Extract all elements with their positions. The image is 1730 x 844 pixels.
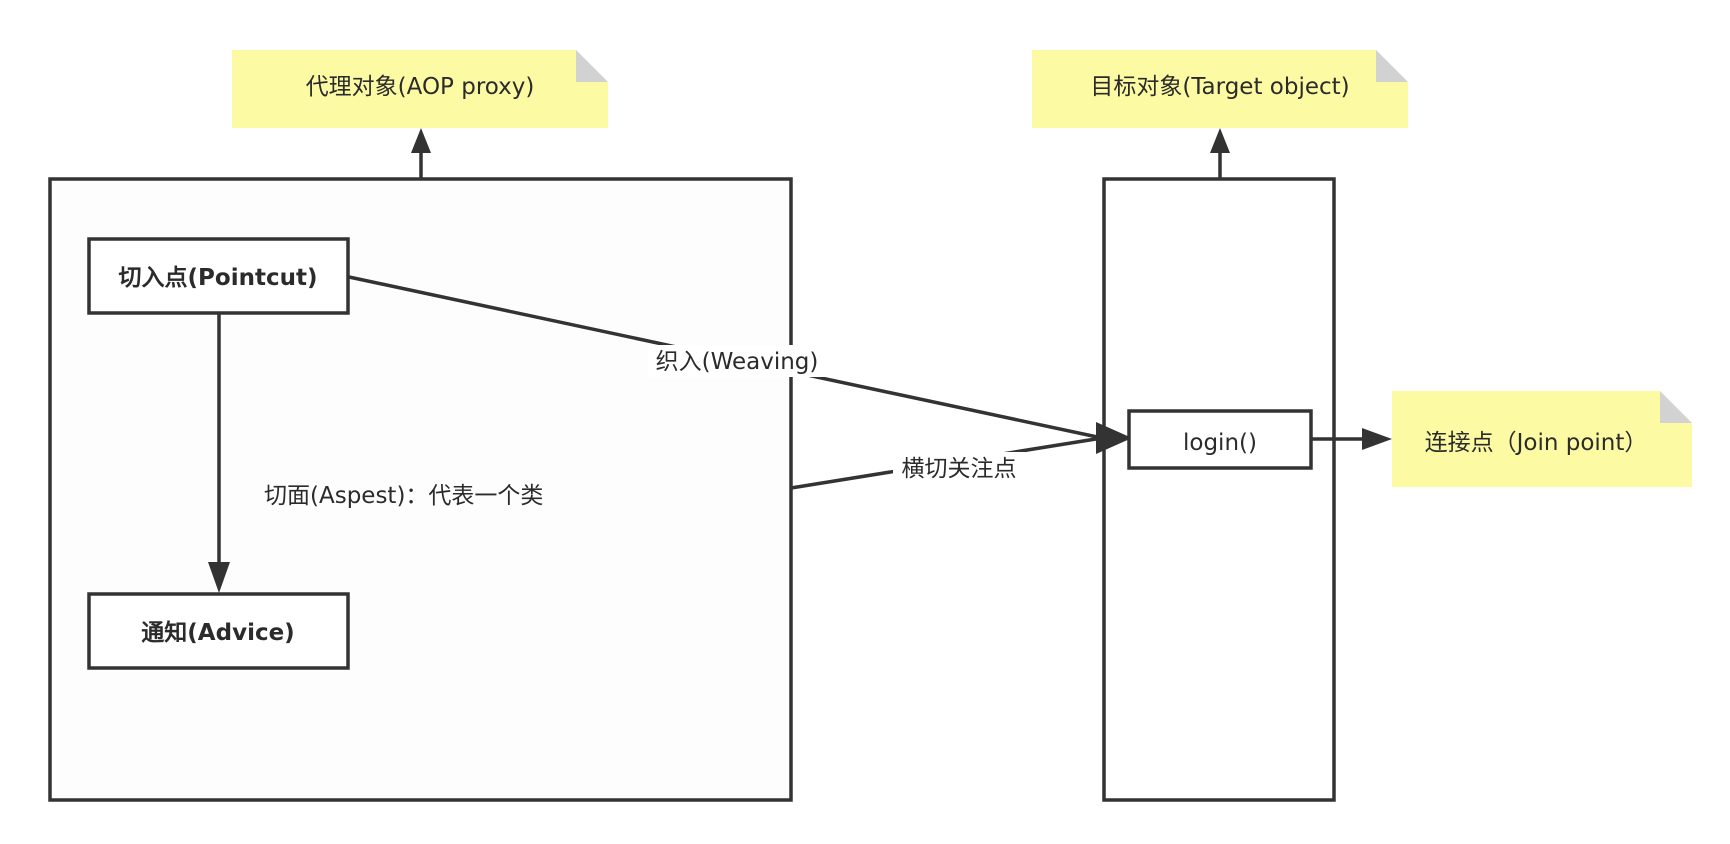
proxy-arrow [411,128,431,179]
target-note-label: 目标对象(Target object) [1090,74,1349,100]
proxy-note-label: 代理对象(AOP proxy) [306,74,535,100]
advice-box: 通知(Advice) [87,592,350,670]
weaving-label: 织入(Weaving) [648,345,826,377]
login-arrowhead [1096,422,1132,454]
proxy-note: 代理对象(AOP proxy) [232,50,608,128]
pointcut-label: 切入点(Pointcut) [119,265,318,291]
login-box: login() [1127,409,1313,470]
weaving-label-text: 织入(Weaving) [656,349,819,375]
login-label: login() [1183,430,1257,456]
aspect-label: 切面(Aspest)：代表一个类 [264,483,543,509]
pointcut-box: 切入点(Pointcut) [87,237,350,315]
target-container [1102,177,1336,802]
pointcut-to-advice-arrow [208,313,230,593]
crosscut-label: 横切关注点 [893,452,1025,484]
target-note: 目标对象(Target object) [1032,50,1408,128]
target-arrow [1210,128,1230,179]
joinpoint-arrow [1311,428,1392,450]
joinpoint-note-label: 连接点（Join point） [1425,430,1648,456]
advice-label: 通知(Advice) [141,619,294,646]
crosscut-label-text: 横切关注点 [902,456,1017,482]
joinpoint-note: 连接点（Join point） [1392,391,1692,487]
